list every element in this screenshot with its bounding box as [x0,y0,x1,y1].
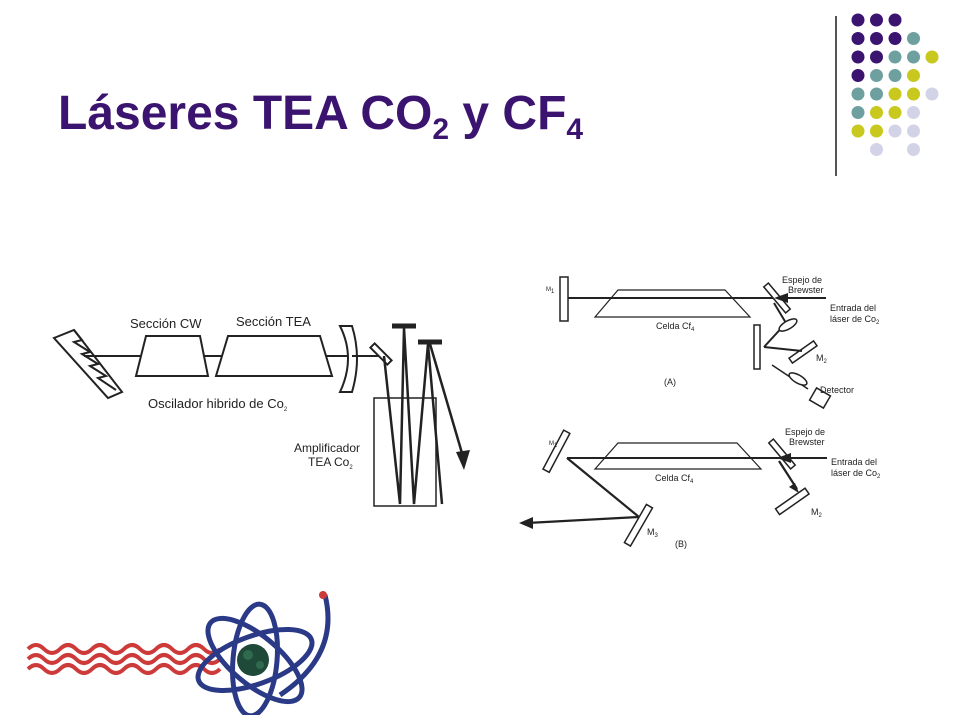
decor-dot-grid [851,13,939,156]
cell-a [593,289,752,318]
mirror-m3-a [753,324,761,370]
label-cw-section: Sección CW [130,316,202,331]
label-oscillator: Oscilador hibrido de Co2 [148,396,288,413]
grating-shape [52,328,124,400]
label-m2-b: M2 [811,507,823,519]
decor-dot [851,32,865,45]
label-m2-a: M2 [816,353,828,365]
cf4-cell-diagram-b: M1 Espejo de Brewster Celda Cf4 Entrada … [519,427,881,549]
label-entrance-b-2: láser de Co2 [831,468,881,480]
mirror-m2-b [774,487,811,516]
label-brewster-a-2: Brewster [788,285,824,295]
decor-dot [851,87,865,101]
decor-dot [870,50,883,64]
label-amplifier-2: TEA Co2 [308,455,353,471]
decor-dot [925,50,939,64]
decor-dot [888,69,902,82]
decor-dot [870,106,883,119]
decor-dot [851,124,865,138]
label-m1-a: M1 [546,287,555,295]
logo-waves [26,643,222,675]
hybrid-laser-diagram: Sección CW Sección TEA Oscilador hibrido… [52,314,470,507]
cf4-cell-diagram-a: M1 Espejo de Brewster Celda Cf4 Entrada … [546,275,880,410]
title-sub-2: 4 [566,113,584,146]
label-m3-b: M3 [647,527,659,539]
label-tag-b: (B) [675,539,687,549]
entrance-arrow-a [774,293,788,303]
m2-arrow-b [789,483,799,493]
output-coupler [338,325,358,393]
decor-dot [851,69,865,82]
tea-section-tube [214,335,334,377]
mirror-m1-b [542,429,571,474]
decor-dot [870,32,883,45]
label-tag-a: (A) [664,377,676,387]
exit-arrow-b [519,517,533,529]
amplifier-beam [382,327,444,505]
logo-nucleus [237,644,269,676]
label-entrance-a-2: láser de Co2 [830,314,880,326]
amplifier-box [373,397,437,507]
decor-dot [851,50,865,64]
label-cell-b: Celda Cf4 [655,473,694,485]
title-sub-1: 2 [432,113,450,146]
decor-dot [888,124,902,138]
label-tea-section: Sección TEA [236,314,311,329]
label-brewster-b-2: Brewster [789,437,825,447]
title-base: Láseres TEA CO [58,87,433,140]
label-brewster-a-1: Espejo de [782,275,822,285]
mirror-m2-a [787,339,819,365]
logo-orbits [195,594,331,715]
atom-logo [26,591,331,715]
decor-dot [888,50,902,64]
cell-b [593,442,763,470]
decor-dot [907,87,920,101]
lens-a-1 [778,318,798,332]
decor-dot [851,106,865,119]
decor-dot [907,32,920,45]
entrance-arrow-b [777,453,791,463]
output-beam [428,343,466,461]
label-brewster-b-1: Espejo de [785,427,825,437]
cw-section-tube [134,335,210,377]
decor-dot [870,124,883,138]
decor-dot [851,13,865,27]
label-cell-a: Celda Cf4 [656,321,695,333]
decor-dot [888,13,902,27]
label-amplifier-1: Amplificador [294,441,360,455]
decor-dot [907,143,920,156]
mirror-m1-a [559,276,569,322]
decor-dot [925,87,939,101]
decor-dot [907,124,920,138]
lens-a-2 [788,372,808,386]
detector-box [808,386,832,410]
label-detector: Detector [820,385,854,395]
decor-dot [888,106,902,119]
label-entrance-b-1: Entrada del [831,457,877,467]
decor-dot [870,69,883,82]
title-mid: y CF [449,87,567,140]
logo-tail-dot [319,591,327,599]
decor-dot [907,106,920,119]
decor-dot [888,87,902,101]
decor-vertical-line [835,16,837,176]
grating-teeth [71,329,117,391]
output-arrow-head [456,450,470,470]
label-entrance-a-1: Entrada del [830,303,876,313]
decor-dot [907,50,920,64]
decor-dot [907,69,920,82]
fold-mirror [368,341,394,367]
decor-dot [888,32,902,45]
decor-dot [870,87,883,101]
label-m1-b: M1 [549,441,558,449]
slide-title: Láseres TEA CO2 y CF4 [58,86,583,147]
decor-dot [870,143,883,156]
decor-dot [870,13,883,27]
mirror-m3-b [623,503,654,548]
fold-beam-a [763,346,803,352]
